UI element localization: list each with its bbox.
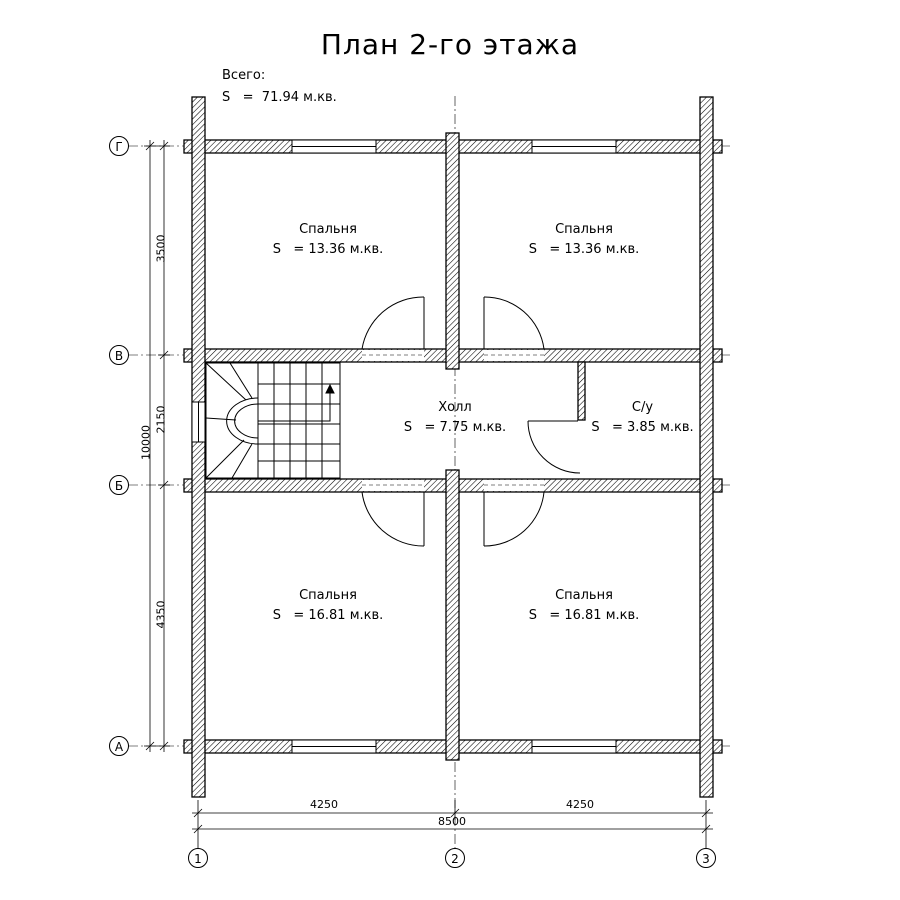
dimension-label-4250-right: 4250 [566,798,594,811]
axis-marker-1: 1 [188,848,208,868]
room-bathroom: С/у S = 3.85 м.кв. [580,398,705,438]
room-hall: Холл S = 7.75 м.кв. [380,398,530,438]
room-bedroom-bottom-right: Спальня S = 16.81 м.кв. [494,586,674,626]
wall-middle-lower [445,469,460,761]
room-area: S = 13.36 м.кв. [272,242,384,257]
room-name: Спальня [555,222,613,237]
axis-marker-3: 3 [696,848,716,868]
axis-lines [128,96,730,848]
room-name: С/у [631,400,654,415]
room-name: Спальня [299,588,357,603]
door-opening-dashes [362,354,544,486]
doors [361,296,581,547]
room-bedroom-top-left: Спальня S = 13.36 м.кв. [238,220,418,260]
wall-middle-upper [445,132,460,370]
axis-marker-b: Б [109,475,129,495]
room-area: S = 16.81 м.кв. [528,608,640,623]
wall-bathroom [577,361,586,421]
room-name: Спальня [299,222,357,237]
total-label: Всего: [222,68,266,83]
door-openings [362,350,585,491]
axis-marker-g: Г [109,136,129,156]
dimension-label-3500: 3500 [154,234,168,263]
axis-marker-a: А [109,736,129,756]
room-bedroom-bottom-left: Спальня S = 16.81 м.кв. [238,586,418,626]
dimension-label-4350: 4350 [154,600,168,629]
room-area: S = 13.36 м.кв. [528,242,640,257]
dimension-label-10000: 10000 [139,425,153,460]
dimension-label-4250-left: 4250 [310,798,338,811]
vertical-dimensions [144,140,170,752]
stairs [205,362,341,479]
axis-marker-2: 2 [445,848,465,868]
axis-marker-v: В [109,345,129,365]
windows [191,139,617,754]
total-area: S = 71.94 м.кв. [222,90,337,105]
wall-right [699,96,714,798]
wall-left [191,96,206,798]
room-area: S = 3.85 м.кв. [591,420,694,435]
walls [183,96,723,798]
room-area: S = 16.81 м.кв. [272,608,384,623]
room-bedroom-top-right: Спальня S = 13.36 м.кв. [494,220,674,260]
plan-title: План 2-го этажа [320,28,580,61]
horizontal-dimensions [192,800,713,848]
room-name: Спальня [555,588,613,603]
room-area: S = 7.75 м.кв. [403,420,507,435]
room-name: Холл [438,400,472,415]
dimension-label-8500: 8500 [438,815,466,828]
dimension-label-2150: 2150 [154,405,168,434]
